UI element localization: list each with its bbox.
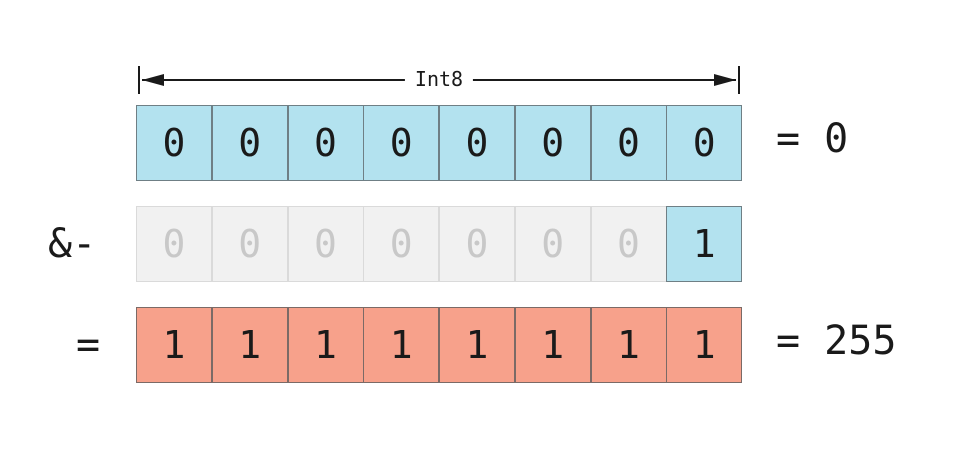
bit-cell: 0 — [666, 105, 743, 181]
bit-row-zero: 0 0 0 0 0 0 0 0 — [136, 105, 743, 181]
bit-cell: 0 — [439, 206, 515, 282]
bit-cell: 0 — [439, 105, 515, 181]
int8-label: Int8 — [404, 67, 474, 91]
bit-cell: 1 — [211, 307, 288, 383]
bit-cell: 0 — [363, 206, 440, 282]
result-zero: = 0 — [776, 116, 849, 162]
bit-cell: 1 — [514, 307, 591, 383]
bit-cell: 1 — [666, 307, 743, 383]
bit-row-one: 0 0 0 0 0 0 0 1 — [136, 206, 743, 282]
result-255: = 255 — [776, 318, 897, 364]
bit-cell: 0 — [136, 206, 212, 282]
bit-cell: 0 — [363, 105, 440, 181]
bit-cell: 0 — [590, 105, 667, 181]
equals-operator: = — [76, 322, 101, 368]
bit-cell: 0 — [211, 206, 288, 282]
bit-cell: 1 — [590, 307, 667, 383]
overflow-subtract-operator: &- — [48, 221, 97, 267]
bit-cell: 0 — [514, 105, 591, 181]
bit-cell: 0 — [590, 206, 667, 282]
bit-cell: 0 — [287, 206, 364, 282]
bit-cell: 0 — [514, 206, 591, 282]
bit-cell: 1 — [136, 307, 212, 383]
bit-cell: 0 — [136, 105, 212, 181]
bit-row-result: 1 1 1 1 1 1 1 1 — [136, 307, 743, 383]
bit-cell: 1 — [439, 307, 515, 383]
bit-cell: 1 — [666, 206, 743, 282]
bit-cell: 0 — [211, 105, 288, 181]
bit-cell: 1 — [287, 307, 364, 383]
bit-cell: 0 — [287, 105, 364, 181]
bit-cell: 1 — [363, 307, 440, 383]
int8-width-indicator: Int8 — [136, 64, 742, 96]
